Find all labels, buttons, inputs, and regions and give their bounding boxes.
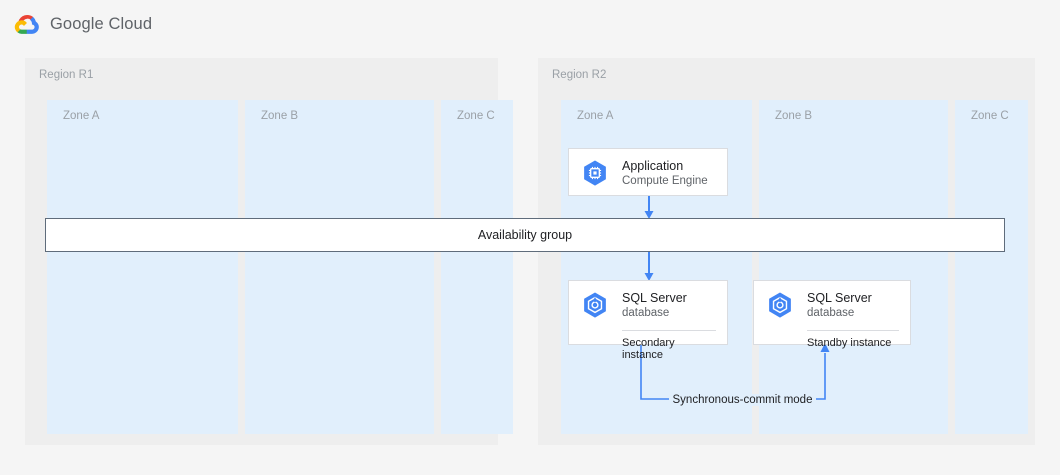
connector-availability-group-to-sql-secondary (640, 250, 658, 282)
node-main: Application Compute Engine (569, 149, 727, 198)
connector-sync-label: Synchronous-commit mode (660, 390, 825, 410)
sql-server-database-icon (765, 290, 795, 320)
region-r1-zone-c: Zone C (441, 100, 513, 434)
connector-application-to-availability-group (640, 196, 658, 220)
google-cloud-logo-icon (14, 11, 40, 37)
zone-label: Zone B (775, 110, 813, 122)
node-card-application[interactable]: Application Compute Engine (568, 148, 728, 196)
node-footer-status: Standby instance (807, 329, 899, 356)
node-text: Application Compute Engine (622, 158, 708, 189)
node-text: SQL Server database (622, 290, 687, 321)
region-r2-label: Region R2 (552, 69, 607, 81)
region-r1-label: Region R1 (39, 69, 94, 81)
node-subtitle: database (622, 307, 670, 319)
region-r1-zone-a: Zone A (47, 100, 238, 434)
zone-label: Zone C (457, 110, 495, 122)
region-r2-zone-b: Zone B (759, 100, 948, 434)
region-r1-zone-b: Zone B (245, 100, 434, 434)
node-subtitle: database (807, 307, 855, 319)
node-title: SQL Server (622, 291, 687, 305)
compute-engine-icon (580, 158, 610, 188)
node-text: SQL Server database (807, 290, 872, 321)
node-title: Application (622, 159, 684, 173)
node-main: SQL Server database (754, 281, 910, 330)
sync-label-text: Synchronous-commit mode (668, 394, 817, 406)
availability-group-bar: Availability group (45, 218, 1005, 252)
zone-label: Zone A (63, 110, 100, 122)
node-main: SQL Server database (569, 281, 727, 330)
node-title: SQL Server (807, 291, 872, 305)
node-footer-status: Secondary instance (622, 329, 716, 368)
node-card-sql-secondary[interactable]: SQL Server database Secondary instance (568, 280, 728, 361)
google-cloud-wordmark: Google Cloud (50, 14, 153, 33)
zone-label: Zone C (971, 110, 1009, 122)
zone-label: Zone A (577, 110, 614, 122)
sql-server-database-icon (580, 290, 610, 320)
node-subtitle: Compute Engine (622, 175, 708, 187)
node-card-sql-standby[interactable]: SQL Server database Standby instance (753, 280, 911, 349)
availability-group-label: Availability group (477, 228, 573, 242)
page-header: Google Cloud (0, 0, 1060, 48)
zone-label: Zone B (261, 110, 299, 122)
region-r2-zone-c: Zone C (955, 100, 1028, 434)
